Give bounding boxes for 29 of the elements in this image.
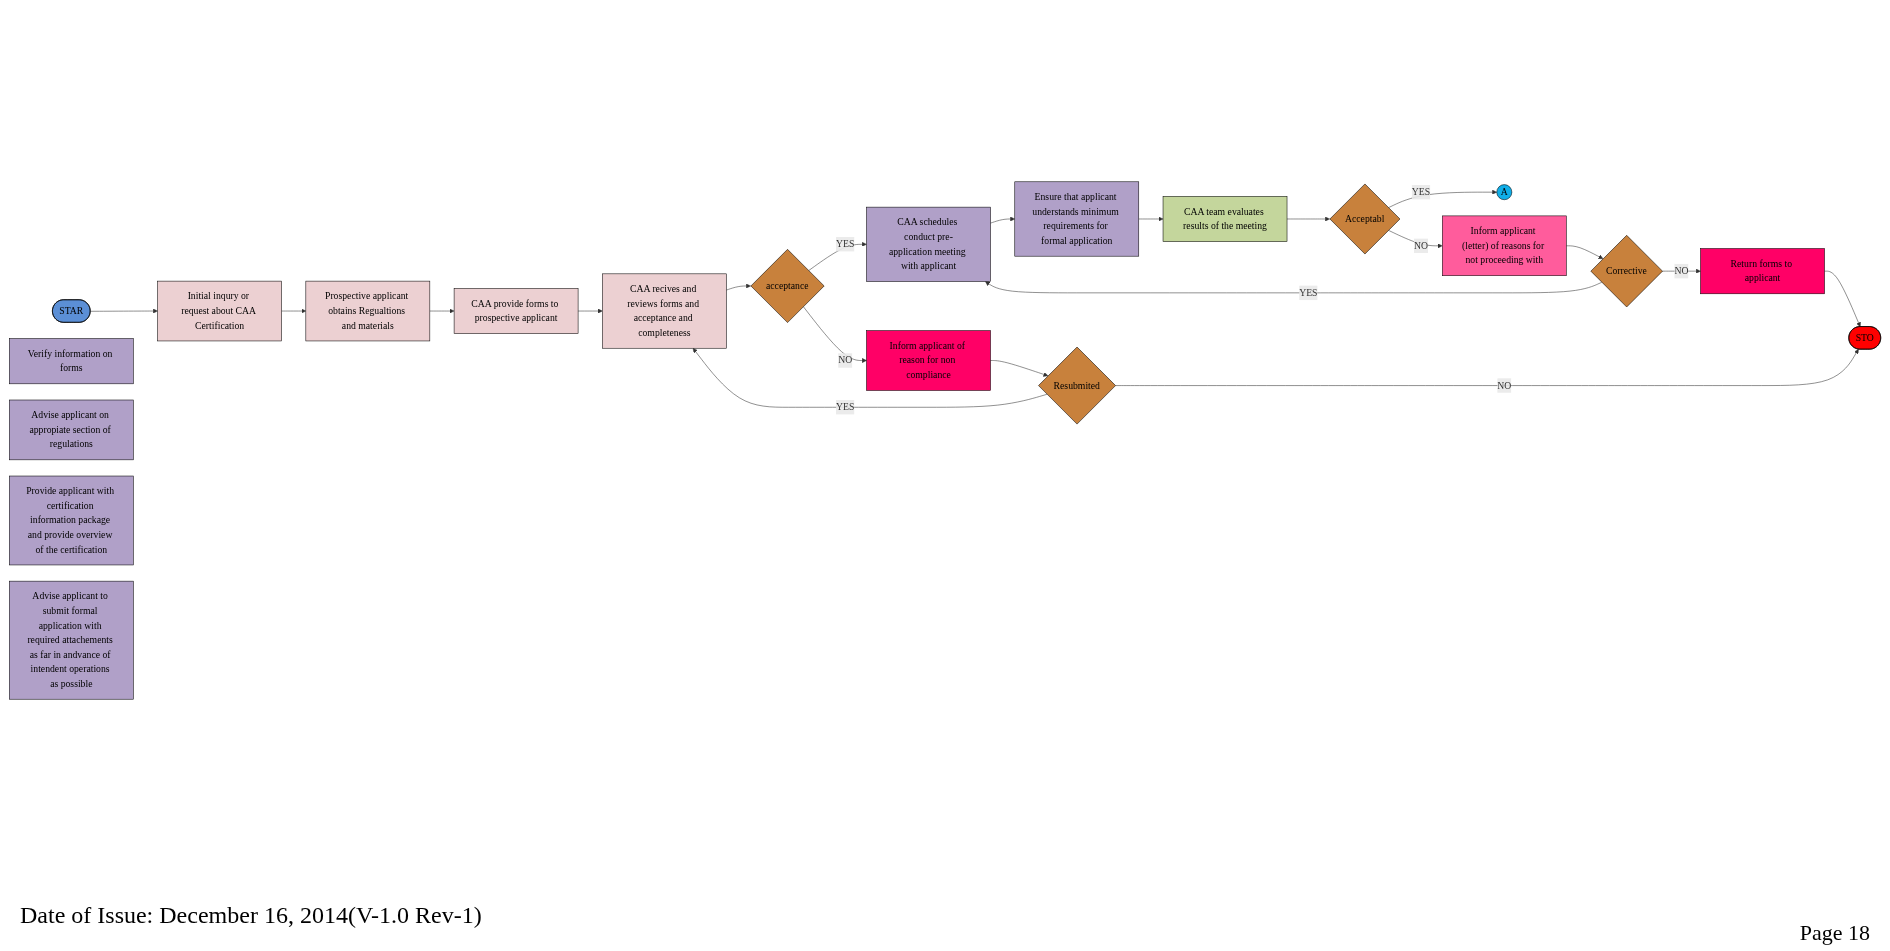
edge-label: NO: [1674, 264, 1689, 276]
node-box: Ensure that applicant understands minimum requirements for formal application: [1014, 181, 1140, 256]
edge-label: NO: [838, 354, 853, 366]
node-diamond: Corrective: [1590, 234, 1663, 307]
node-diamond: Acceptabl: [1329, 183, 1401, 254]
node-diamond: acceptance: [750, 248, 825, 323]
node-circle: A: [1496, 183, 1513, 200]
node-box: Inform applicant of reason for non compliance: [866, 329, 991, 391]
node-box: Advise applicant to submit formal application with required attachements as far in andvance of intendent operations as possible: [9, 580, 134, 699]
node-box: Advise applicant on appropiate section of regulations: [9, 399, 134, 460]
edge-label: YES: [836, 401, 855, 412]
edge-label: NO: [1497, 379, 1512, 391]
node-box: Initial inqury or request about CAA Certification: [157, 280, 282, 341]
node-box: CAA schedules conduct pre-application meeting with applicant: [866, 206, 991, 282]
page-number: Page 18: [1799, 920, 1870, 946]
node-box: Provide applicant with certification information package and provide overview of the certification: [9, 475, 134, 565]
node-box: Prospective applicant obtains Regualtions and materials: [305, 280, 431, 341]
node-box: CAA team evaluates results of the meeting: [1162, 195, 1288, 242]
node-box: Return forms to applicant: [1700, 247, 1825, 294]
edge-label: NO: [1413, 239, 1429, 251]
edge-label: YES: [1299, 286, 1318, 298]
node-box: CAA recives and reviews forms and acceptance and completeness: [602, 273, 727, 348]
node-box: Inform applicant (letter) of reasons for not proceeding with: [1442, 215, 1567, 276]
node-box: Verify information on forms: [9, 337, 134, 384]
node-box: CAA provide forms to prospective applicant: [453, 287, 579, 334]
edge-label: YES: [1411, 186, 1431, 197]
issue-date: Date of Issue: December 16, 2014(V-1.0 Rev-1): [20, 902, 482, 929]
edge-label: YES: [836, 238, 855, 249]
node-diamond: Resubmited: [1038, 346, 1116, 424]
